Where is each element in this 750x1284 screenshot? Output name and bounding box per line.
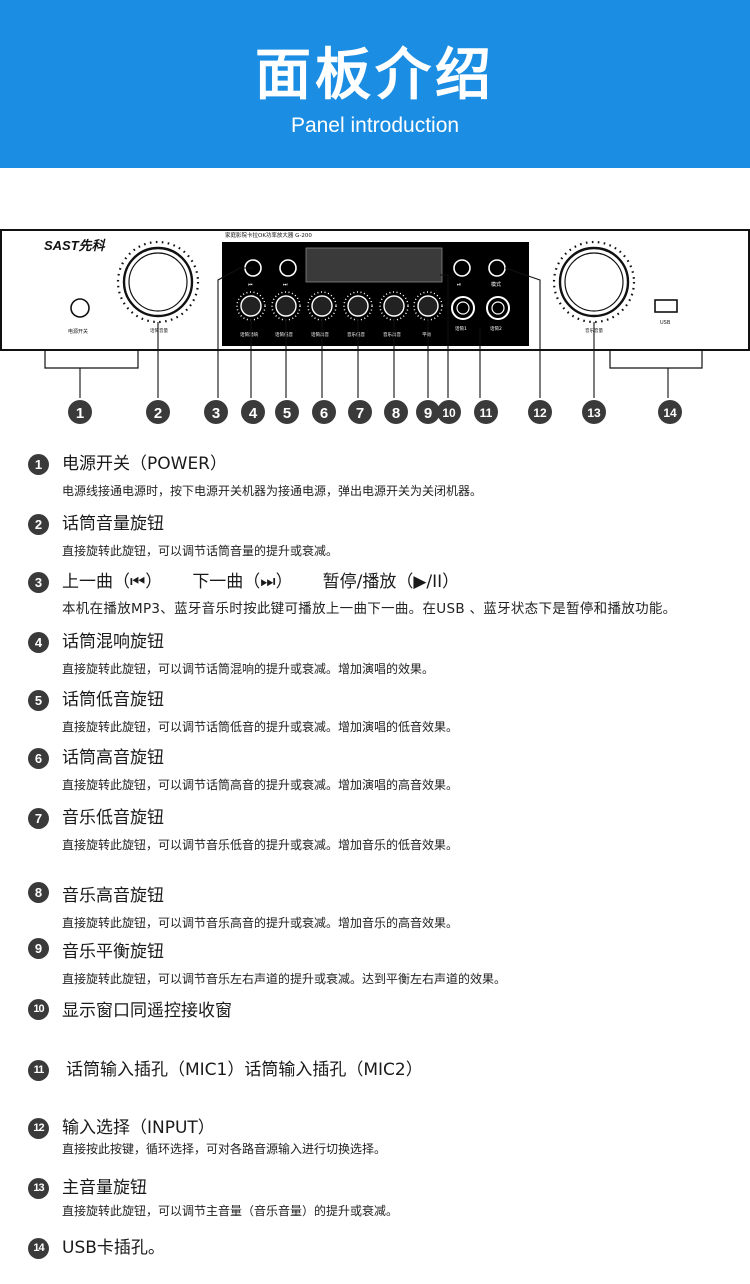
item-title: 音乐平衡旋钮 [62, 942, 164, 962]
svg-text:9: 9 [424, 405, 432, 422]
item-number: 13 [28, 1178, 49, 1199]
panel-svg: SAST先科 家庭影院卡拉OK功率放大器 G-200 电源开关 话筒音量 ⏮ ⏭… [0, 229, 750, 424]
item-desc: 直接旋转此旋钮，可以调节音乐低音的提升或衰减。增加音乐的低音效果。 [62, 838, 459, 852]
item-number: 14 [28, 1238, 49, 1259]
usb-port-icon [654, 299, 678, 313]
item-title: 音乐高音旋钮 [62, 886, 164, 906]
item-title: 显示窗口同遥控接收窗 [62, 1001, 232, 1021]
svg-text:12: 12 [533, 406, 547, 420]
item-desc: 直接按此按键，循环选择，可对各路音源输入进行切换选择。 [62, 1142, 387, 1156]
svg-text:音乐高音: 音乐高音 [383, 331, 401, 338]
svg-text:4: 4 [249, 405, 258, 422]
item-number: 7 [28, 808, 49, 829]
item-title: 话筒混响旋钮 [62, 632, 164, 652]
input-select-button-icon [488, 259, 506, 277]
svg-text:⏭: ⏭ [283, 282, 288, 288]
item-desc: 电源线接通电源时，按下电源开关机器为接通电源，弹出电源开关为关闭机器。 [62, 484, 483, 498]
next-button-icon [279, 259, 297, 277]
item-number: 5 [28, 690, 49, 711]
svg-text:11: 11 [480, 406, 493, 420]
item-number: 9 [28, 938, 49, 959]
page-title: 面板介绍 [255, 43, 495, 108]
svg-text:3: 3 [212, 405, 220, 422]
svg-text:话筒高音: 话筒高音 [311, 331, 329, 338]
power-label: 电源开关 [68, 328, 88, 335]
callout-numbers: 1 2 3 4 5 6 7 8 9 10 11 12 13 14 [68, 400, 682, 424]
svg-text:1: 1 [76, 405, 84, 422]
mic-volume-ticks [116, 240, 200, 324]
svg-text:音乐低音: 音乐低音 [347, 331, 365, 338]
play-pause-button-icon [453, 259, 471, 277]
item-desc: 直接旋转此旋钮，可以调节音乐高音的提升或衰减。增加音乐的高音效果。 [62, 916, 459, 930]
item-title: 话筒输入插孔（MIC1）话筒输入插孔（MIC2） [66, 1060, 423, 1080]
display-window [305, 247, 443, 283]
item-number: 2 [28, 514, 49, 535]
page-subtitle: Panel introduction [290, 114, 460, 137]
mic-volume-label: 话筒音量 [150, 327, 168, 334]
mic-bass-knob [275, 295, 297, 317]
item-desc: 直接旋转此旋钮，可以调节话筒低音的提升或衰减。增加演唱的低音效果。 [62, 720, 459, 734]
main-volume-ticks [552, 240, 636, 324]
item-number: 12 [28, 1118, 49, 1139]
item-title: 话筒低音旋钮 [62, 690, 164, 710]
svg-text:14: 14 [663, 406, 677, 420]
brand-logo: SAST先科 [44, 238, 106, 253]
item-number: 1 [28, 454, 49, 475]
svg-text:话筒2: 话筒2 [490, 325, 502, 332]
item-title: 话筒音量旋钮 [62, 514, 164, 534]
item-number: 4 [28, 632, 49, 653]
balance-knob [417, 295, 439, 317]
main-volume-knob [558, 246, 630, 318]
svg-text:2: 2 [154, 405, 162, 422]
item-desc: 直接旋转此旋钮，可以调节话筒混响的提升或衰减。增加演唱的效果。 [62, 662, 435, 676]
header-banner: 面板介绍 Panel introduction [0, 0, 750, 168]
item-title: 上一曲（⏮）下一曲（⏭）暂停/播放（▶/II） [62, 572, 460, 592]
svg-text:话筒低音: 话筒低音 [275, 331, 293, 338]
item-number: 10 [28, 999, 49, 1020]
usb-label: USB [660, 320, 671, 326]
item-title: 主音量旋钮 [62, 1178, 147, 1198]
svg-text:话筒1: 话筒1 [455, 325, 467, 332]
item-title: 电源开关（POWER） [62, 454, 227, 474]
item-title: 输入选择（INPUT） [62, 1118, 215, 1138]
svg-text:⏯: ⏯ [457, 282, 461, 288]
item-desc: 直接旋转此旋钮，可以调节话筒音量的提升或衰减。 [62, 544, 339, 558]
item-number: 11 [28, 1060, 49, 1081]
item-desc: 直接旋转此旋钮，可以调节话筒高音的提升或衰减。增加演唱的高音效果。 [62, 778, 459, 792]
item-desc: 直接旋转此旋钮，可以调节音乐左右声道的提升或衰减。达到平衡左右声道的效果。 [62, 972, 507, 986]
mode-label: 模式 [491, 281, 501, 288]
model-text: 家庭影院卡拉OK功率放大器 G-200 [225, 231, 312, 239]
svg-text:7: 7 [356, 405, 364, 422]
item-title: 音乐低音旋钮 [62, 808, 164, 828]
item-number: 8 [28, 882, 49, 903]
power-switch-icon [70, 298, 90, 318]
item-title: 话筒高音旋钮 [62, 748, 164, 768]
music-treble-knob [383, 295, 405, 317]
svg-text:6: 6 [320, 405, 328, 422]
svg-text:⏮: ⏮ [248, 282, 253, 288]
svg-text:8: 8 [392, 405, 400, 422]
item-desc: 本机在播放MP3、蓝牙音乐时按此键可播放上一曲下一曲。在USB 、蓝牙状态下是暂… [62, 601, 677, 617]
mic-volume-knob [122, 246, 194, 318]
mic-echo-knob [240, 295, 262, 317]
svg-text:13: 13 [587, 406, 601, 420]
svg-text:5: 5 [283, 405, 291, 422]
music-bass-knob [347, 295, 369, 317]
svg-text:10: 10 [442, 406, 456, 420]
svg-text:话筒混响: 话筒混响 [240, 331, 258, 338]
item-desc: 直接旋转此旋钮，可以调节主音量（音乐音量）的提升或衰减。 [62, 1204, 399, 1218]
front-panel-illustration: SAST先科 家庭影院卡拉OK功率放大器 G-200 电源开关 话筒音量 ⏮ ⏭… [0, 220, 750, 430]
item-title: USB卡插孔。 [62, 1238, 165, 1258]
svg-text:平衡: 平衡 [422, 331, 431, 338]
mic-treble-knob [311, 295, 333, 317]
item-number: 6 [28, 748, 49, 769]
item-number: 3 [28, 572, 49, 593]
